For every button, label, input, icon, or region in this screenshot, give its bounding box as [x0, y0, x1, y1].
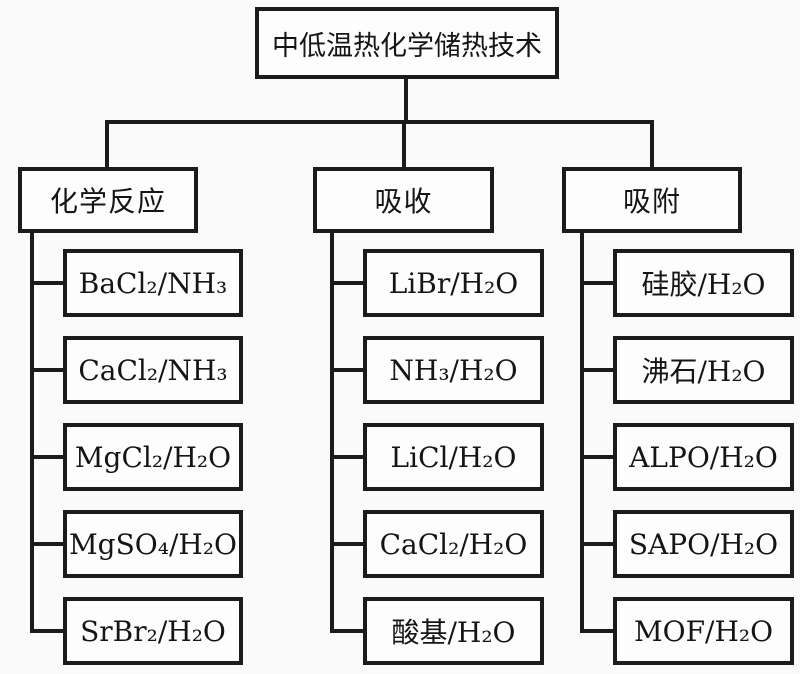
leaf-node-zeolite-h2o: 沸石/H₂O [613, 336, 794, 404]
leaf-node-cacl2-nh3: CaCl₂/NH₃ [63, 336, 243, 404]
leaf-node-mgso4-h2o: MgSO₄/H₂O [63, 510, 243, 578]
connector-stub [330, 542, 365, 546]
leaf-node-libr-h2o: LiBr/H₂O [363, 249, 544, 317]
connector-stub [580, 368, 615, 372]
connector-spine-adsorption [580, 231, 584, 633]
leaf-node-silica-gel-h2o: 硅胶/H₂O [613, 249, 794, 317]
leaf-node-alpo-h2o: ALPO/H₂O [613, 423, 794, 491]
branch-node-absorption: 吸收 [313, 167, 494, 233]
leaf-node-mgcl2-h2o: MgCl₂/H₂O [63, 423, 243, 491]
connector-stub [580, 542, 615, 546]
connector-stub [330, 629, 365, 633]
leaf-node-licl-h2o: LiCl/H₂O [363, 423, 544, 491]
connector-horizontal-bus [105, 120, 654, 124]
connector-drop-absorption [402, 120, 406, 167]
connector-stub [30, 629, 65, 633]
connector-stub [30, 281, 65, 285]
connector-stub [330, 455, 365, 459]
branch-node-adsorption: 吸附 [562, 167, 742, 233]
connector-spine-chemical-reaction [30, 231, 34, 633]
connector-stub [580, 455, 615, 459]
connector-stub [580, 281, 615, 285]
connector-spine-absorption [330, 231, 334, 633]
branch-node-chemical-reaction: 化学反应 [18, 167, 198, 233]
leaf-node-sapo-h2o: SAPO/H₂O [613, 510, 794, 578]
connector-stub [330, 281, 365, 285]
connector-stub [30, 455, 65, 459]
connector-stub [30, 368, 65, 372]
leaf-node-mof-h2o: MOF/H₂O [613, 597, 794, 665]
connector-drop-adsorption [650, 120, 654, 167]
leaf-node-nh3-h2o: NH₃/H₂O [363, 336, 544, 404]
root-node: 中低温热化学储热技术 [255, 7, 559, 79]
connector-stub [580, 629, 615, 633]
connector-stub [30, 542, 65, 546]
leaf-node-cacl2-h2o: CaCl₂/H₂O [363, 510, 544, 578]
connector-stub [330, 368, 365, 372]
connector-drop-chemical-reaction [105, 120, 109, 167]
connector-root-stem [404, 79, 408, 122]
leaf-node-srbr2-h2o: SrBr₂/H₂O [63, 597, 243, 665]
leaf-node-suanji-h2o: 酸基/H₂O [363, 597, 544, 665]
leaf-node-bacl2-nh3: BaCl₂/NH₃ [63, 249, 243, 317]
